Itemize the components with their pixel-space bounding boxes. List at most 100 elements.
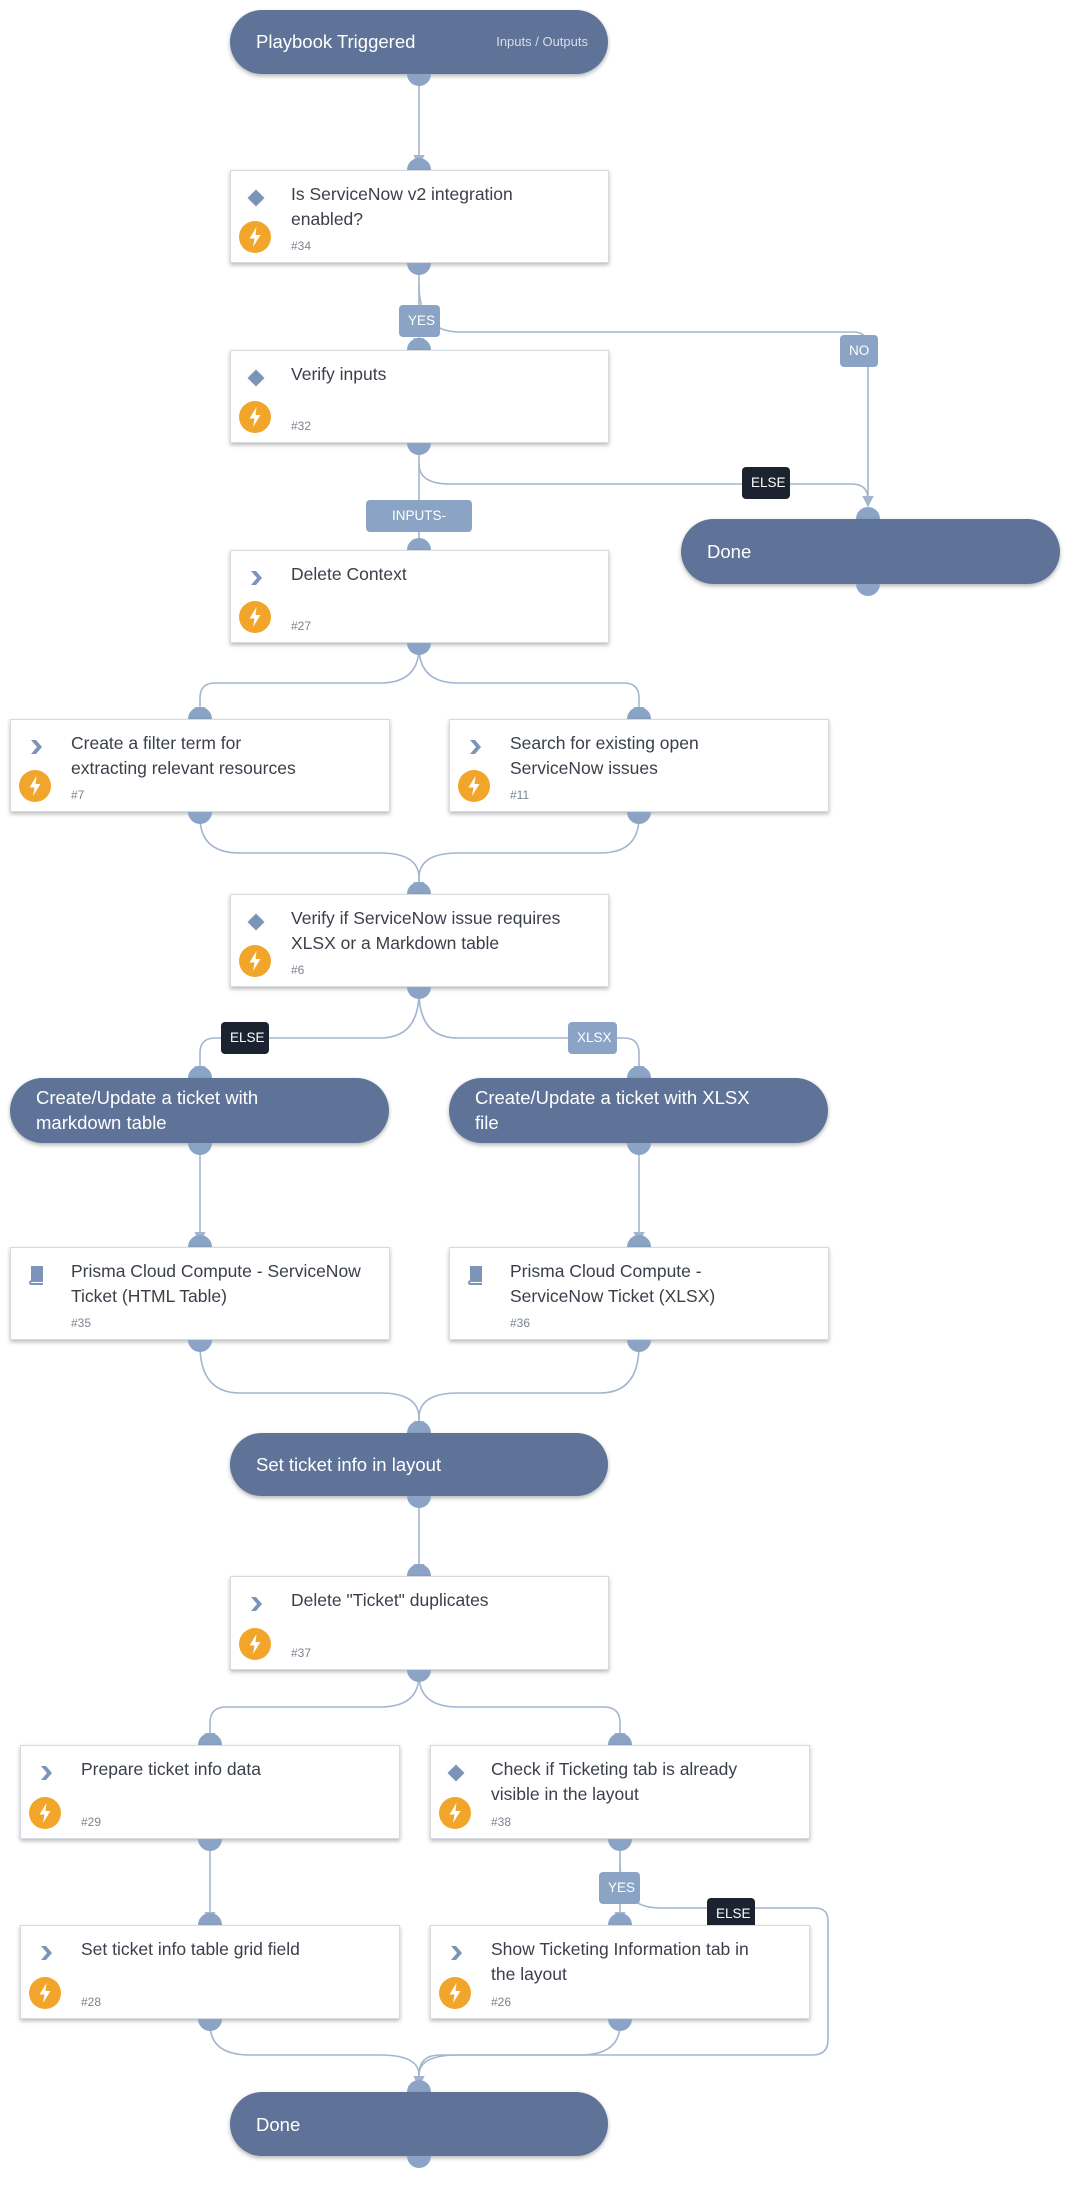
task-title: Prisma Cloud Compute - ServiceNow Ticket…	[71, 1261, 361, 1306]
chevron-icon	[451, 1946, 462, 1960]
book-icon	[467, 1266, 482, 1285]
edge-label-else[interactable]: ELSE	[221, 1022, 269, 1054]
bolt-icon	[19, 770, 51, 802]
output-port[interactable]	[188, 812, 212, 824]
output-port[interactable]	[608, 1839, 632, 1851]
input-port[interactable]	[407, 538, 431, 550]
inputs-outputs-link[interactable]: Inputs / Outputs	[496, 34, 588, 49]
input-port[interactable]	[188, 1066, 212, 1078]
edge-7-6	[199, 816, 425, 894]
edge-label-yes[interactable]: YES	[399, 305, 440, 337]
edge-label-no[interactable]: NO	[840, 335, 878, 367]
task-number: #29	[81, 1815, 102, 1829]
task-node-11[interactable]: Search for existing open ServiceNow issu…	[449, 719, 829, 812]
node-title: Done	[707, 541, 752, 562]
chevron-icon	[251, 1597, 262, 1611]
task-number: #28	[81, 1995, 102, 2009]
output-port[interactable]	[188, 1340, 212, 1352]
task-node-29[interactable]: Prepare ticket info data #29	[20, 1745, 400, 1839]
edge-label-xlsx[interactable]: XLSX	[568, 1022, 617, 1054]
task-node-7[interactable]: Create a filter term for extracting rele…	[10, 719, 390, 812]
done-node-top[interactable]: Done	[681, 519, 1060, 584]
chevron-icon	[470, 740, 481, 754]
input-port[interactable]	[407, 1564, 431, 1576]
section-node-xlsx[interactable]: Create/Update a ticket with XLSX file	[449, 1078, 828, 1143]
edge-37-29	[204, 1674, 420, 1745]
task-number: #6	[291, 963, 305, 977]
task-node-34[interactable]: Is ServiceNow v2 integration enabled? #3…	[230, 170, 609, 263]
output-port[interactable]	[188, 1143, 212, 1155]
task-node-26[interactable]: Show Ticketing Information tab in the la…	[430, 1925, 810, 2019]
task-number: #26	[491, 1995, 512, 2009]
input-port[interactable]	[856, 507, 880, 519]
task-node-28[interactable]: Set ticket info table grid field #28	[20, 1925, 400, 2019]
input-port[interactable]	[407, 2080, 431, 2092]
diamond-icon	[447, 1764, 465, 1782]
input-port[interactable]	[188, 707, 212, 719]
output-port[interactable]	[407, 987, 431, 999]
output-port[interactable]	[627, 812, 651, 824]
edge-37-38	[418, 1674, 626, 1745]
task-number: #34	[291, 239, 312, 253]
task-number: #27	[291, 619, 312, 633]
output-port[interactable]	[608, 2019, 632, 2031]
bolt-icon	[458, 770, 490, 802]
edge-label-inputs-exist[interactable]: INPUTS-EXIST	[366, 500, 472, 555]
task-node-6[interactable]: Verify if ServiceNow issue requires XLSX…	[230, 894, 609, 987]
bolt-icon	[239, 401, 271, 433]
output-port[interactable]	[198, 1839, 222, 1851]
output-port[interactable]	[627, 1143, 651, 1155]
input-port[interactable]	[627, 1066, 651, 1078]
task-title: Prepare ticket info data	[81, 1759, 261, 1779]
output-port[interactable]	[407, 2156, 431, 2168]
output-port[interactable]	[407, 1670, 431, 1682]
node-title: Create/Update a ticket with XLSX file	[475, 1087, 750, 1133]
bolt-icon	[29, 1797, 61, 1829]
input-port[interactable]	[188, 1235, 212, 1247]
output-port[interactable]	[407, 263, 431, 275]
input-port[interactable]	[627, 707, 651, 719]
edge-27-11	[418, 646, 645, 719]
edge-label-else[interactable]: ELSE	[707, 1898, 755, 1930]
input-port[interactable]	[407, 1421, 431, 1433]
output-port[interactable]	[627, 1340, 651, 1352]
task-title: Prisma Cloud Compute - ServiceNow Ticket…	[510, 1261, 716, 1306]
output-port[interactable]	[407, 643, 431, 655]
input-port[interactable]	[198, 1733, 222, 1745]
input-port[interactable]	[407, 338, 431, 350]
chevron-icon	[31, 740, 42, 754]
input-port[interactable]	[407, 882, 431, 894]
task-title: Search for existing open ServiceNow issu…	[510, 733, 699, 778]
diamond-icon	[247, 913, 265, 931]
input-port[interactable]	[407, 158, 431, 170]
task-title: Create a filter term for extracting rele…	[71, 733, 296, 778]
task-node-38[interactable]: Check if Ticketing tab is already visibl…	[430, 1745, 810, 1839]
output-port[interactable]	[856, 584, 880, 596]
edge-36-set	[418, 1344, 640, 1430]
task-node-32[interactable]: Verify inputs #32	[230, 350, 609, 443]
output-port[interactable]	[407, 74, 431, 86]
output-port[interactable]	[407, 443, 431, 455]
input-port[interactable]	[198, 1913, 222, 1925]
input-port[interactable]	[608, 1733, 632, 1745]
task-title: Set ticket info table grid field	[81, 1939, 300, 1959]
input-port[interactable]	[627, 1235, 651, 1247]
section-node-set-ticket-info[interactable]: Set ticket info in layout	[230, 1433, 608, 1496]
edge-label-yes[interactable]: YES	[599, 1872, 640, 1904]
task-node-37[interactable]: Delete "Ticket" duplicates #37	[230, 1576, 609, 1670]
playbook-triggered-node[interactable]: Playbook Triggered Inputs / Outputs	[230, 10, 608, 74]
task-node-36[interactable]: Prisma Cloud Compute - ServiceNow Ticket…	[449, 1247, 829, 1340]
edge-label-else[interactable]: ELSE	[742, 467, 790, 499]
task-node-27[interactable]: Delete Context #27	[230, 550, 609, 643]
output-port[interactable]	[407, 1496, 431, 1508]
section-node-markdown[interactable]: Create/Update a ticket with markdown tab…	[10, 1078, 389, 1143]
node-title: Done	[256, 2114, 301, 2135]
node-title: Create/Update a ticket with markdown tab…	[36, 1087, 259, 1133]
input-port[interactable]	[608, 1913, 632, 1925]
bolt-icon	[439, 1977, 471, 2009]
edge-26-done-bottom	[418, 2023, 621, 2076]
task-node-35[interactable]: Prisma Cloud Compute - ServiceNow Ticket…	[10, 1247, 390, 1340]
done-node-bottom[interactable]: Done	[230, 2092, 608, 2156]
output-port[interactable]	[198, 2019, 222, 2031]
